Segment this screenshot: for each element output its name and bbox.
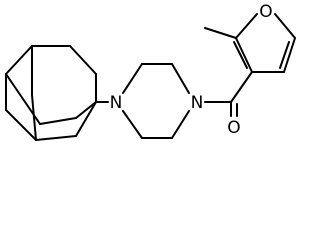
bond — [5, 73, 41, 125]
bond — [35, 135, 77, 141]
bond — [122, 63, 143, 94]
bond — [274, 13, 296, 39]
adamantane-group — [5, 45, 97, 141]
bond — [69, 45, 97, 75]
furan-group — [233, 13, 296, 73]
atom-label-o-carbonyl: O — [227, 118, 240, 138]
structure-diagram: N N O O — [5, 2, 296, 141]
bond — [5, 45, 33, 75]
atom-label-n-left: N — [110, 93, 123, 113]
atom-label-o-furan: O — [259, 2, 272, 22]
bond-carbonyl-furan — [230, 71, 253, 103]
bond — [235, 37, 253, 73]
molecule-structure-svg: N N O O — [5, 2, 296, 141]
bond — [75, 101, 97, 119]
bond — [31, 94, 37, 141]
bond — [122, 110, 143, 139]
bond — [171, 63, 190, 94]
bond — [279, 41, 290, 69]
atom-label-n-right: N — [191, 93, 204, 113]
bond — [75, 101, 97, 137]
bond — [171, 110, 190, 139]
methyl-bond — [204, 27, 237, 39]
piperazine-group — [122, 63, 190, 139]
bond — [5, 109, 37, 141]
bond — [233, 41, 248, 69]
bond — [235, 13, 258, 39]
bond — [283, 37, 296, 73]
bond — [39, 117, 77, 125]
